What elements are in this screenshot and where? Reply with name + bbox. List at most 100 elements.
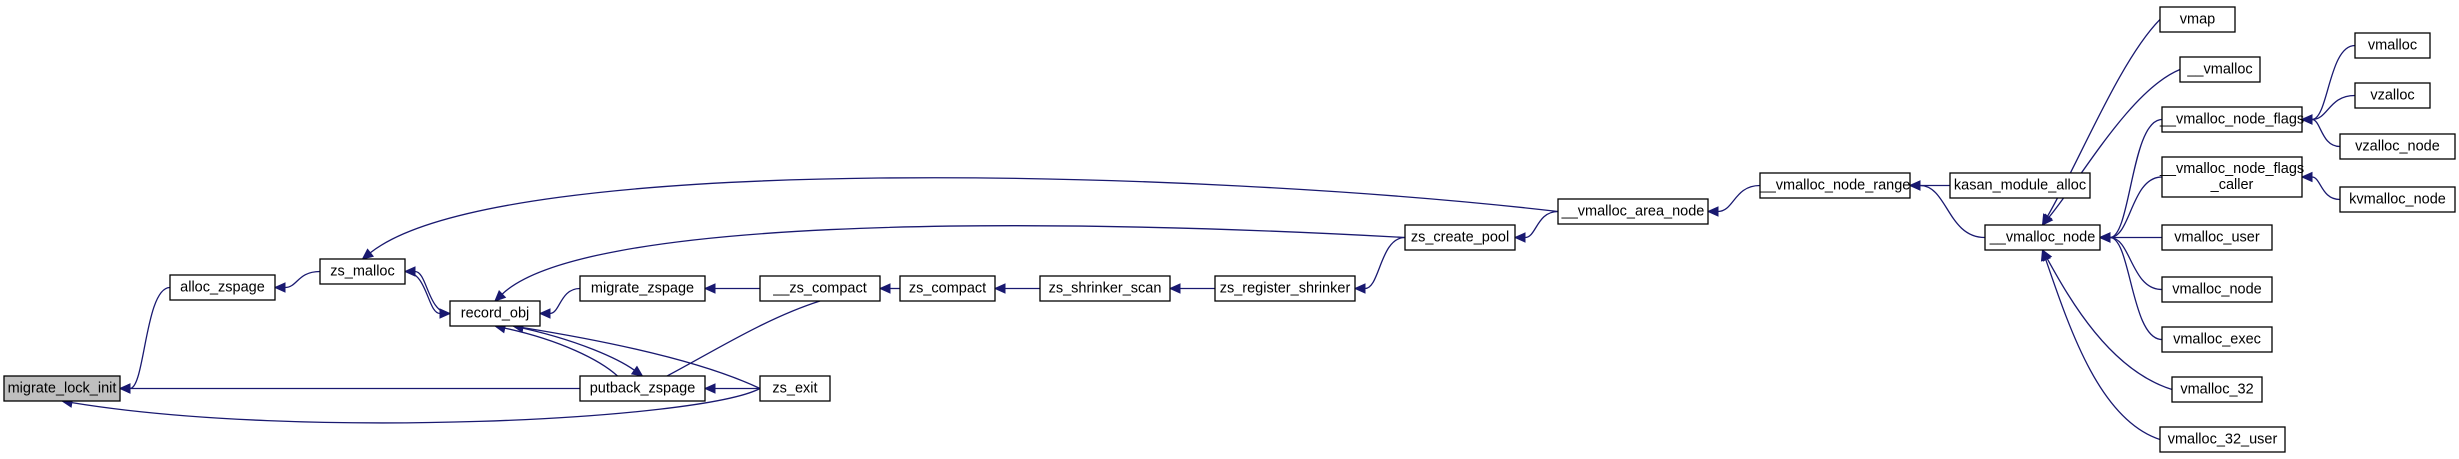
node-alloc-zspage[interactable]: alloc_zspage	[169, 274, 276, 301]
edge-arrowhead-zs_create_pool	[1513, 232, 1526, 243]
node-vmalloc-node-flags[interactable]: __vmalloc_node_flags	[2159, 106, 2304, 133]
edge-arrowhead-__vmalloc_node_flags_caller	[2300, 171, 2313, 183]
node-vmalloc[interactable]: __vmalloc	[2179, 56, 2261, 83]
node-label: _caller	[2210, 177, 2254, 193]
node-label: __vmalloc	[2186, 62, 2252, 78]
node-box[interactable]	[1949, 172, 2091, 199]
node-box[interactable]	[1039, 275, 1171, 302]
node-vzalloc[interactable]: vzalloc	[2354, 82, 2431, 109]
node-box[interactable]	[2161, 106, 2303, 133]
node-box[interactable]	[1759, 172, 1911, 199]
node-vmalloc-node-range[interactable]: __vmalloc_node_range	[1759, 172, 1911, 199]
node-box[interactable]	[2339, 133, 2456, 160]
node-label: vmalloc_32	[2180, 382, 2253, 398]
node-vmalloc-node[interactable]: __vmalloc_node	[1984, 224, 2101, 251]
node-label: kvmalloc_node	[2349, 192, 2446, 208]
node-box[interactable]	[2171, 376, 2263, 403]
node-vmap[interactable]: vmap	[2159, 6, 2236, 33]
node-box[interactable]	[759, 375, 831, 402]
node-label: zs_exit	[772, 381, 817, 397]
node-label: __vmalloc_node_range	[1759, 178, 1911, 194]
node-box[interactable]	[2354, 32, 2431, 59]
node-box[interactable]	[2161, 276, 2273, 303]
node-vmalloc-user[interactable]: vmalloc_user	[2161, 224, 2273, 251]
node-box[interactable]	[3, 375, 121, 402]
edge-__zs_compact-to-putback_zspage	[651, 300, 821, 385]
node-box[interactable]	[319, 258, 406, 285]
edge-arrowhead-zs_malloc	[361, 248, 375, 260]
node-label: zs_compact	[909, 281, 986, 297]
edge-vmalloc_node-to-__vmalloc_node	[2109, 236, 2163, 291]
edge-__vmalloc_node_flags_caller-to-__vmalloc_node	[2109, 176, 2163, 239]
node-box[interactable]	[1984, 224, 2101, 251]
node-vmalloc[interactable]: vmalloc	[2354, 32, 2431, 59]
node-label: vmalloc_exec	[2173, 332, 2261, 348]
node-box[interactable]	[1404, 224, 1516, 251]
node-zs-create-pool[interactable]: zs_create_pool	[1404, 224, 1516, 251]
node-label: __vmalloc_node	[1989, 230, 2096, 246]
node-putback-zspage[interactable]: putback_zspage	[579, 375, 706, 402]
node-vmalloc-32[interactable]: vmalloc_32	[2171, 376, 2263, 403]
node-label: zs_malloc	[330, 264, 394, 280]
node-zs-compact[interactable]: __zs_compact	[759, 275, 881, 302]
edge-vzalloc_node-to-__vmalloc_node_flags	[2311, 118, 2341, 148]
node-box[interactable]	[2179, 56, 2261, 83]
edge-arrowhead-alloc_zspage	[273, 282, 286, 293]
edge-arrowhead-__vmalloc_node_range	[1908, 180, 1921, 191]
node-migrate-lock-init[interactable]: migrate_lock_init	[3, 375, 121, 402]
node-box[interactable]	[759, 275, 881, 302]
edge-vmalloc-to-__vmalloc_node_flags	[2311, 44, 2356, 121]
edge-zs_create_pool-to-zs_register_shrinker	[1364, 236, 1406, 290]
node-box[interactable]	[1214, 275, 1356, 302]
node-zs-exit[interactable]: zs_exit	[759, 375, 831, 402]
node-box[interactable]	[1557, 198, 1709, 225]
node-vmalloc-node-flags-caller[interactable]: __vmalloc_node_flags_caller	[2159, 156, 2304, 198]
node-vmalloc-exec[interactable]: vmalloc_exec	[2161, 326, 2273, 353]
node-label: putback_zspage	[590, 381, 696, 397]
node-box[interactable]	[2161, 326, 2273, 353]
node-vmalloc-area-node[interactable]: __vmalloc_area_node	[1557, 198, 1709, 225]
edge-arrowhead-__vmalloc_node	[2040, 248, 2051, 262]
node-label: vmalloc_32_user	[2168, 432, 2278, 448]
node-record-obj[interactable]: record_obj	[449, 300, 541, 327]
node-vzalloc-node[interactable]: vzalloc_node	[2339, 133, 2456, 160]
node-label: vmalloc	[2368, 38, 2417, 54]
node-box[interactable]	[899, 275, 996, 302]
edge-__vmalloc_node-to-__vmalloc_node_range	[1919, 184, 1986, 239]
node-box[interactable]	[2161, 156, 2303, 198]
node-label: vzalloc_node	[2355, 139, 2440, 155]
node-box[interactable]	[579, 375, 706, 402]
edge-arrowhead-__vmalloc_node	[2041, 213, 2054, 226]
node-kvmalloc-node[interactable]: kvmalloc_node	[2339, 186, 2456, 213]
node-zs-shrinker-scan[interactable]: zs_shrinker_scan	[1039, 275, 1171, 302]
node-label: __vmalloc_node_flags	[2159, 161, 2304, 177]
node-migrate-zspage[interactable]: migrate_zspage	[579, 275, 706, 302]
node-label: vmalloc_node	[2172, 282, 2261, 298]
node-zs-compact[interactable]: zs_compact	[899, 275, 996, 302]
node-box[interactable]	[2161, 224, 2273, 251]
edge-zs_exit-to-migrate_lock_init	[71, 387, 761, 424]
edge-vmalloc_32-to-__vmalloc_node	[2046, 258, 2173, 391]
edge-arrowhead-record_obj	[494, 289, 507, 302]
node-vmalloc-node[interactable]: vmalloc_node	[2161, 276, 2273, 303]
node-box[interactable]	[2159, 426, 2286, 453]
edge-arrowhead-__zs_compact	[878, 283, 891, 294]
node-box[interactable]	[449, 300, 541, 327]
node-label: vzalloc	[2370, 88, 2414, 104]
node-label: __vmalloc_area_node	[1561, 204, 1705, 220]
node-zs-register-shrinker[interactable]: zs_register_shrinker	[1214, 275, 1356, 302]
node-label: migrate_lock_init	[8, 381, 117, 397]
node-box[interactable]	[2354, 82, 2431, 109]
edge-arrowhead-__vmalloc_node_flags	[2300, 114, 2313, 125]
node-vmalloc-32-user[interactable]: vmalloc_32_user	[2159, 426, 2286, 453]
node-kasan-module-alloc[interactable]: kasan_module_alloc	[1949, 172, 2091, 199]
node-box[interactable]	[2159, 6, 2236, 33]
graph-nodes: migrate_lock_init alloc_zspage zs_mallocre…	[3, 6, 2456, 453]
node-zs-malloc[interactable]: zs_malloc	[319, 258, 406, 285]
node-box[interactable]	[2339, 186, 2456, 213]
edge-arrowhead-migrate_lock_init	[118, 383, 131, 394]
edge-record_obj-to-putback_zspage	[512, 325, 635, 371]
node-box[interactable]	[579, 275, 706, 302]
node-box[interactable]	[169, 274, 276, 301]
edge-vmalloc_32_user-to-__vmalloc_node	[2045, 259, 2161, 441]
